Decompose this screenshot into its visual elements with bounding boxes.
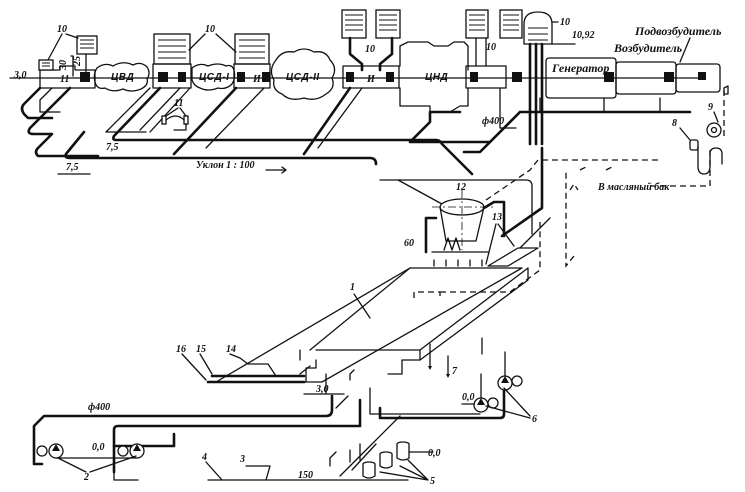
- motor-icon: [511, 375, 523, 387]
- generator-drain-manifold: [462, 97, 692, 154]
- motor-icon: [36, 445, 48, 457]
- label-to-oil-tank: В масляный бак: [597, 182, 670, 193]
- label-ip-cylinder-2: ЦСД-II: [286, 72, 320, 83]
- emergency-tank-10c: [234, 33, 270, 65]
- emergency-tank-10b: [153, 33, 191, 65]
- label-1: 1: [350, 282, 355, 293]
- label-10-right: 10: [486, 42, 496, 53]
- small-oil-tank: [38, 59, 54, 71]
- items-8-9: 8 9: [672, 85, 729, 175]
- label-13: 13: [492, 212, 502, 223]
- label-d400-bottom: ф400: [88, 402, 110, 413]
- svg-text:10: 10: [57, 24, 67, 35]
- pumps-2: 0,0 2: [36, 442, 145, 483]
- items-14-15-16: 16 15 14 3,0: [176, 344, 345, 395]
- label-150: 150: [298, 470, 313, 481]
- bearing-block-2: [152, 33, 192, 89]
- label-25: 25: [72, 56, 83, 67]
- label-30: 30: [58, 60, 69, 71]
- pipe-d400-upper: ф400: [408, 87, 517, 144]
- label-10-dome: 10: [560, 17, 570, 28]
- label-7: 7: [452, 366, 458, 377]
- emergency-tank-10g: [499, 9, 523, 39]
- bearing-block-4: И 10: [341, 9, 401, 89]
- elevation-10-92: 10,92: [572, 30, 595, 41]
- label-9: 9: [708, 102, 713, 113]
- label-hp-cylinder: ЦВД: [111, 72, 134, 83]
- bearing-block-3: И: [233, 33, 271, 89]
- svg-text:10: 10: [205, 24, 215, 35]
- sub-exciter: Подвозбудитель: [634, 24, 722, 93]
- drain-pipes-left: 7,5 7,5 Уклон 1 : 100 3,0: [13, 70, 474, 176]
- exciter: Возбудитель: [613, 41, 683, 95]
- emergency-tank-10f: [465, 9, 489, 39]
- label-ip-cylinder-1: ЦСД-I: [199, 72, 229, 83]
- front-bearing-block: 11 30 25: [38, 35, 98, 89]
- label-15: 15: [196, 344, 206, 355]
- elevation-7-5-b: 7,5: [66, 162, 79, 173]
- elevation-3-0-tank: 3,0: [315, 384, 329, 395]
- label-6: 6: [532, 414, 537, 425]
- elevation-7-5-a: 7,5: [106, 142, 119, 153]
- domed-tank: 10 10,92: [523, 11, 595, 146]
- elevation-0-0-filters: 0,0: [428, 448, 441, 459]
- svg-text:И: И: [252, 74, 262, 85]
- bearing-block-5: 10: [465, 9, 523, 89]
- ip-cylinder-2: ЦСД-II: [270, 48, 336, 100]
- elevation-0-0-right: 0,0: [462, 392, 475, 403]
- label-3: 3: [239, 454, 245, 465]
- svg-text:И: И: [366, 74, 376, 85]
- label-2: 2: [83, 472, 89, 483]
- callout-10-left: 10 10: [47, 24, 237, 61]
- elevation-0-0-pumps: 0,0: [92, 442, 105, 453]
- label-generator: Генератор: [551, 61, 609, 75]
- label-sub-exciter: Подвозбудитель: [634, 24, 722, 38]
- emergency-tank-10a: [76, 35, 98, 55]
- label-5: 5: [430, 476, 435, 487]
- motor-icon: [117, 445, 129, 457]
- emergency-tank-10e: [375, 9, 401, 39]
- elevation-3-0-top: 3,0: [13, 70, 27, 81]
- filters-5: 0,0 5: [329, 415, 441, 487]
- label-10-mid: 10: [365, 44, 375, 55]
- pumps-6: 0,0 6 7: [428, 337, 537, 425]
- item-8-valve: [689, 139, 699, 151]
- drain-vessel-12: 12 60: [379, 179, 533, 254]
- emergency-tank-10d: [341, 9, 367, 39]
- item-11: 11: [161, 98, 189, 131]
- label-d400-top: ф400: [482, 116, 504, 127]
- items-3-4: 3 4 150: [201, 452, 409, 481]
- label-8: 8: [672, 118, 677, 129]
- elevation-60: 60: [404, 238, 414, 249]
- item-13: 13: [485, 146, 551, 267]
- label-4: 4: [201, 452, 207, 463]
- hp-cylinder: ЦВД: [93, 62, 150, 92]
- label-12: 12: [456, 182, 466, 193]
- label-16: 16: [176, 344, 186, 355]
- label-14: 14: [226, 344, 236, 355]
- label-11: 11: [174, 98, 183, 109]
- label-11-small: 11: [60, 74, 69, 85]
- main-oil-tank-1: 1: [215, 259, 529, 383]
- lp-cylinder: ЦНД: [399, 41, 469, 113]
- ip-cylinder-1: ЦСД-I: [191, 63, 236, 91]
- label-exciter: Возбудитель: [613, 41, 683, 55]
- label-slope: Уклон 1 : 100: [196, 160, 255, 171]
- label-lp-cylinder: ЦНД: [425, 72, 448, 83]
- dashed-return-lines: В масляный бак: [413, 90, 725, 298]
